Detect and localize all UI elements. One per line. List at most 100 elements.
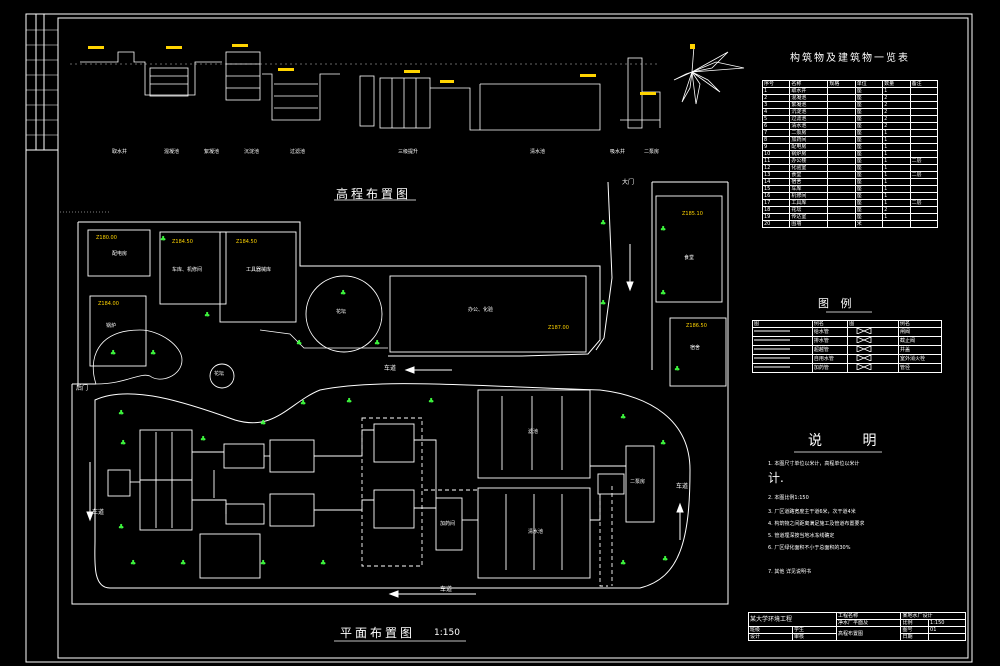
station-label: 过滤池: [290, 149, 306, 155]
station-label: 絮凝池: [204, 149, 220, 155]
legend-symbol: [752, 354, 813, 364]
schedule-cell: 1: [882, 157, 911, 165]
schedule-cell: [909, 213, 939, 221]
station-label: 混凝池: [164, 149, 180, 155]
schedule-cell: 1: [882, 129, 911, 137]
schedule-cell: [827, 101, 856, 109]
schedule-cell: [909, 136, 939, 144]
schedule-cell: 1: [761, 87, 791, 95]
schedule-cell: 12: [761, 164, 791, 172]
tree-symbol: ♣: [118, 409, 125, 417]
schedule-cell: 座: [854, 199, 884, 207]
schedule-cell: 2: [882, 94, 911, 102]
schedule-cell: 花坛: [789, 206, 829, 214]
schedule-cell: [827, 206, 856, 214]
schedule-title: 构筑物及建筑物一览表: [790, 53, 910, 64]
schedule-cell: [909, 101, 939, 109]
tree-symbol: ♣: [110, 349, 117, 357]
tree-symbol: ♣: [340, 289, 347, 297]
schedule-cell: [909, 115, 939, 123]
tree-symbol: ♣: [118, 523, 125, 531]
station-label: 三级提升: [398, 149, 419, 155]
tree-symbol: ♣: [200, 435, 207, 443]
schedule-cell: 14: [761, 178, 791, 186]
sheet-label: 图号: [900, 626, 930, 634]
schedule-cell: 二泵房: [789, 129, 829, 137]
station-label: 沉淀池: [244, 149, 260, 155]
planting-bed-left: [92, 329, 183, 385]
tree-symbol: ♣: [260, 419, 267, 427]
legend-name: 室外消火栓: [897, 354, 943, 364]
schedule-cell: 车库: [789, 185, 829, 193]
schedule-cell: 座: [854, 164, 884, 172]
tree-symbol: ♣: [600, 219, 607, 227]
drawing-label: 净水厂平面及: [835, 619, 902, 627]
schedule-cell: [827, 108, 856, 116]
legend-symbol: [752, 336, 813, 346]
schedule-cell: [909, 108, 939, 116]
plan-scale: 1:150: [434, 628, 460, 638]
building-elevation: Z180.00: [96, 235, 117, 241]
outer-border: [25, 13, 973, 663]
schedule-cell: [827, 115, 856, 123]
schedule-header-cell: 单位: [854, 80, 884, 88]
legend-symbol: [752, 345, 813, 355]
schedule-cell: [909, 164, 939, 172]
building-name: 滤池: [528, 429, 539, 435]
building-name: 工具器械库: [246, 267, 272, 273]
scale-value: 1:150: [928, 619, 966, 627]
schedule-header-cell: 规格: [827, 80, 856, 88]
building-name: 配电房: [112, 251, 128, 257]
tree-symbol: ♣: [130, 559, 137, 567]
schedule-cell: [827, 87, 856, 95]
schedule-cell: 座: [854, 150, 884, 158]
schedule-cell: 10: [761, 150, 791, 158]
building-name: 清水池: [528, 529, 544, 535]
schedule-cell: 8: [761, 136, 791, 144]
schedule-cell: [827, 136, 856, 144]
tree-symbol: ♣: [660, 439, 667, 447]
schedule-cell: 1: [882, 192, 911, 200]
legend-name: 管径: [897, 363, 943, 373]
schedule-cell: [827, 129, 856, 137]
schedule-cell: 3: [761, 101, 791, 109]
schedule-cell: [827, 164, 856, 172]
road-label-top: 车道: [384, 365, 397, 372]
schedule-cell: 2: [882, 206, 911, 214]
schedule-cell: [827, 185, 856, 193]
schedule-cell: 16: [761, 192, 791, 200]
legend-table: 图例名图例名 给水管闸阀排水管截止阀超越管井盖自用水管室外消火栓加药管管径: [752, 320, 943, 373]
schedule-header-cell: 名称: [789, 80, 829, 88]
schedule-cell: 1: [882, 164, 911, 172]
schedule-cell: 15: [761, 185, 791, 193]
building-name: 锅炉: [106, 323, 117, 329]
tree-symbol: ♣: [620, 559, 627, 567]
building-elevation: Z187.00: [548, 325, 569, 331]
legend-symbol: [847, 363, 899, 373]
schedule-cell: 混凝池: [789, 94, 829, 102]
inner-road: [94, 383, 691, 589]
legend-symbol: [847, 336, 899, 346]
schedule-cell: 1: [882, 171, 911, 179]
schedule-cell: 7: [761, 129, 791, 137]
schedule-cell: 20: [761, 220, 791, 228]
legend-symbol: [752, 363, 813, 373]
building-elevation: Z184.50: [236, 239, 257, 245]
schedule-cell: 座: [854, 185, 884, 193]
elevation-profile: [70, 51, 661, 131]
schedule-cell: 2: [882, 101, 911, 109]
schedule-cell: 2: [882, 122, 911, 130]
